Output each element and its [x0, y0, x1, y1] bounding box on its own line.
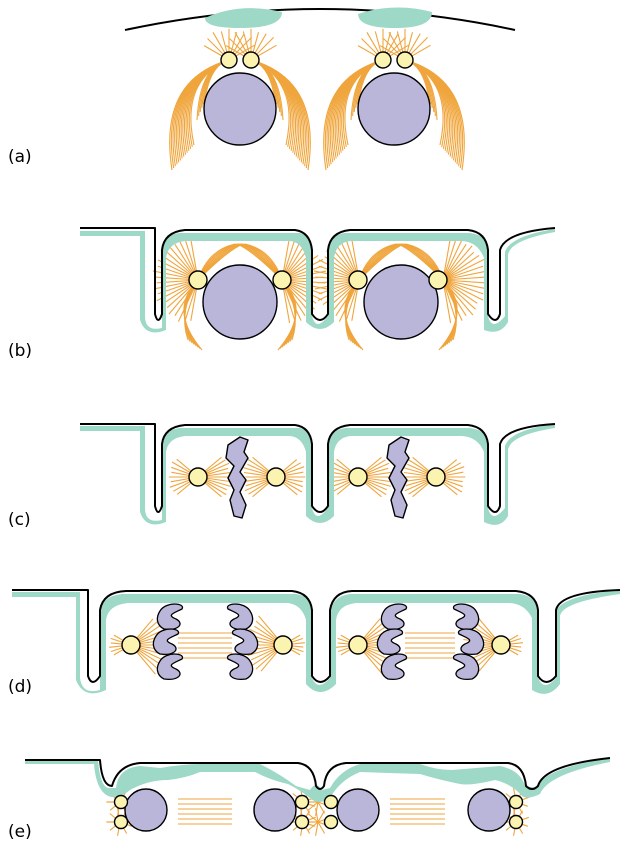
- membrane-patch: [205, 8, 282, 28]
- centrosome: [325, 816, 338, 829]
- centrosome: [115, 796, 128, 809]
- chromosome: [381, 604, 406, 629]
- chromosome: [226, 437, 248, 518]
- centrosome: [427, 468, 445, 486]
- membrane-curve: [125, 9, 515, 30]
- nucleus: [203, 265, 277, 339]
- panel-label-d: (d): [8, 677, 32, 697]
- cell-structures: [12, 7, 620, 831]
- centrosome: [492, 636, 510, 654]
- chromosome: [227, 604, 252, 629]
- centrosome: [115, 816, 128, 829]
- panel-label-c: (c): [8, 510, 31, 530]
- centrosome: [325, 796, 338, 809]
- panel-label-b: (b): [8, 341, 32, 361]
- centrosome: [273, 271, 291, 289]
- centrosome: [397, 52, 413, 68]
- panel-label-e: (e): [8, 822, 32, 842]
- membrane-fill: [80, 229, 555, 332]
- centrosome: [296, 796, 309, 809]
- centrosome: [510, 816, 523, 829]
- chromosome: [458, 629, 483, 654]
- centrosome: [267, 468, 285, 486]
- membrane-fill: [12, 590, 620, 694]
- panel-label-a: (a): [8, 147, 32, 167]
- chromosome: [157, 604, 182, 629]
- chromosome: [453, 604, 478, 629]
- nucleus: [358, 73, 430, 145]
- centrosome: [375, 52, 391, 68]
- centrosome: [349, 468, 367, 486]
- centrosome: [429, 271, 447, 289]
- centrosome: [221, 52, 237, 68]
- chromosome: [227, 654, 252, 679]
- centrosome: [349, 636, 367, 654]
- nucleus: [125, 789, 167, 831]
- nucleus: [364, 265, 438, 339]
- nucleus: [204, 73, 276, 145]
- membrane-fill: [25, 758, 610, 802]
- chromosome: [387, 437, 409, 518]
- nucleus: [337, 789, 379, 831]
- centrosome: [189, 271, 207, 289]
- centrosome: [274, 636, 292, 654]
- chromosome: [377, 629, 402, 654]
- centrosome: [243, 52, 259, 68]
- membrane-fill: [80, 424, 555, 525]
- centrosome: [510, 796, 523, 809]
- chromosome: [232, 629, 257, 654]
- nucleus: [254, 789, 296, 831]
- centrosome: [349, 271, 367, 289]
- nucleus: [468, 789, 510, 831]
- centrosome: [296, 816, 309, 829]
- chromosome: [157, 654, 182, 679]
- centrosome: [122, 636, 140, 654]
- centrosome: [189, 468, 207, 486]
